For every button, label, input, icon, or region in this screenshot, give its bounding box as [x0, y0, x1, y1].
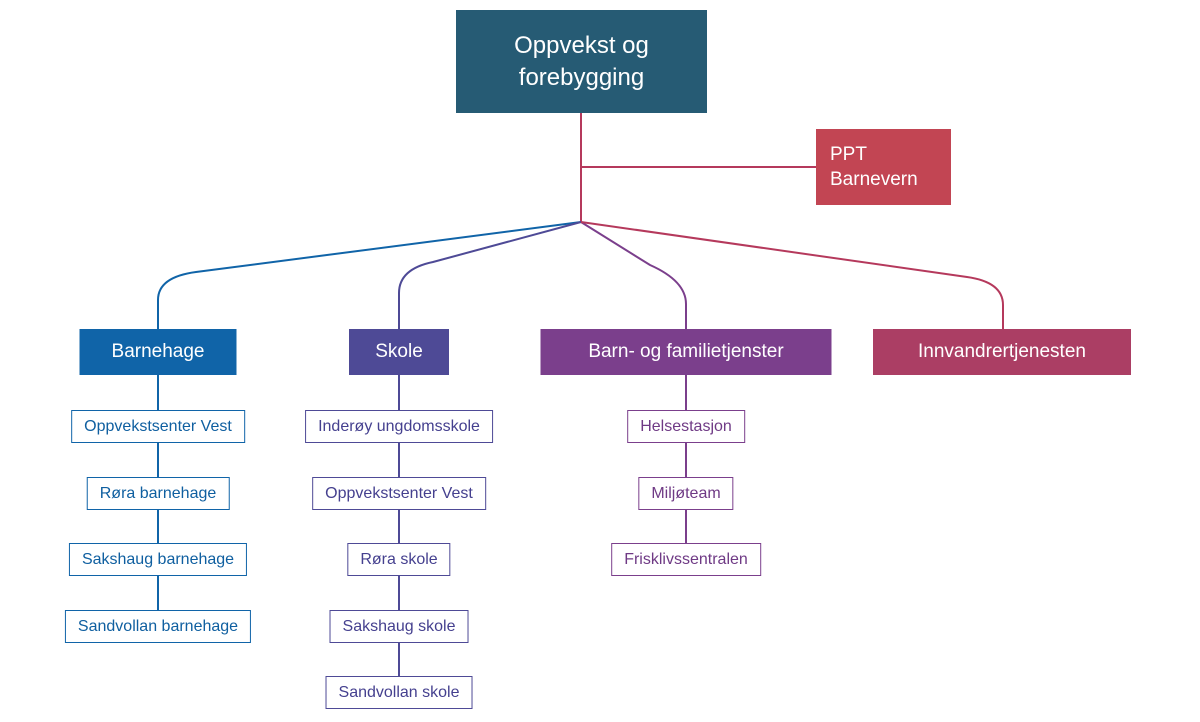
- org-node-innvandrertjenesten: Innvandrertjenesten: [873, 329, 1131, 375]
- connector-branch-skole: [398, 221, 582, 330]
- org-node-child: Inderøy ungdomsskole: [305, 410, 493, 443]
- org-node-child: Sandvollan barnehage: [64, 610, 252, 643]
- org-node-child: Røra skole: [347, 543, 451, 576]
- org-node-child: Miljøteam: [638, 477, 734, 510]
- org-node-child: Røra barnehage: [86, 477, 230, 510]
- org-node-root: Oppvekst og forebygging: [456, 10, 707, 113]
- org-node-child: Sakshaug skole: [329, 610, 469, 643]
- org-node-child: Sandvollan skole: [325, 676, 473, 709]
- ppt-line-2: Barnevern: [830, 169, 918, 190]
- org-node-ppt-barnevern: PPT Barnevern: [816, 129, 951, 205]
- org-node-barnehage: Barnehage: [79, 329, 237, 375]
- org-node-child: Oppvekstsenter Vest: [312, 477, 486, 510]
- ppt-line-1: PPT: [830, 144, 867, 165]
- connector-branch-barnfam: [580, 221, 687, 330]
- org-node-child: Oppvekstsenter Vest: [71, 410, 245, 443]
- org-node-child: Helsestasjon: [627, 410, 745, 443]
- org-node-barn-og-familietjenster: Barn- og familietjenster: [540, 329, 832, 375]
- connector-branch-barnehage: [157, 221, 582, 330]
- org-node-child: Frisklivssentralen: [611, 543, 761, 576]
- org-node-child: Sakshaug barnehage: [68, 543, 248, 576]
- connector-branch-innvandrer: [580, 221, 1004, 330]
- org-node-skole: Skole: [349, 329, 449, 375]
